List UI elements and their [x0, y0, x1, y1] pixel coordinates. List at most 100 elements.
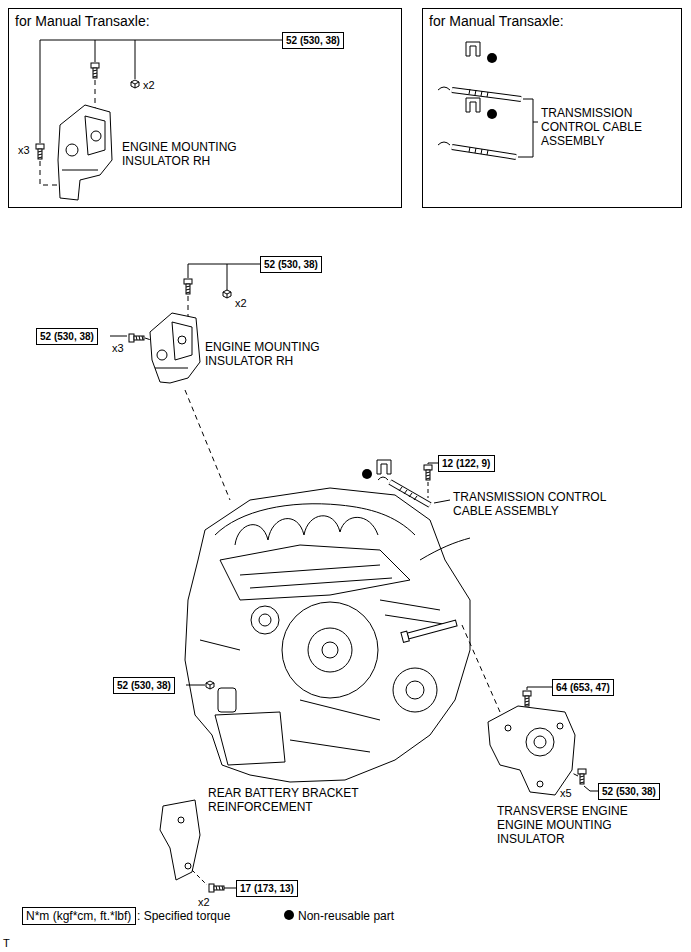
clip-symbol	[377, 460, 391, 474]
part-name: ENGINE MOUNTING INSULATOR RH	[205, 340, 340, 368]
transverse-insulator	[488, 706, 575, 795]
engine-assembly	[215, 504, 415, 535]
clip-symbol	[466, 98, 480, 112]
engine-assembly	[235, 525, 268, 545]
panel-heading: for Manual Transaxle:	[15, 13, 150, 30]
battery-bracket	[178, 817, 184, 823]
control-cable	[399, 487, 417, 500]
engine-assembly	[251, 606, 279, 634]
part-name: ENGINE MOUNTING INSULATOR RH	[122, 140, 257, 168]
bolt-symbol	[424, 465, 432, 480]
torque-value: 17 (173, 13)	[240, 882, 294, 895]
quantity-label: x3	[112, 341, 124, 355]
bolt-symbol	[209, 884, 224, 892]
bolt-symbol	[184, 279, 192, 294]
quantity-label: x3	[18, 143, 30, 157]
assembly-line	[192, 870, 207, 885]
engine-assembly	[240, 565, 392, 588]
engine-assembly	[200, 640, 380, 752]
legend-text: Non-reusable part	[298, 909, 394, 923]
engine-assembly	[393, 668, 437, 712]
non-reusable-mark	[362, 469, 372, 479]
torque-spec: 52 (530, 38)	[598, 783, 660, 800]
mounting-insulator	[66, 144, 78, 156]
clip-symbol	[466, 42, 480, 56]
engine-assembly	[185, 488, 470, 782]
mounting-insulator	[62, 170, 98, 171]
engine-assembly	[220, 545, 410, 600]
engine-assembly	[420, 538, 470, 560]
engine-assembly	[322, 642, 338, 658]
transverse-insulator	[534, 736, 546, 748]
control-cable	[438, 142, 450, 145]
leader-line	[188, 264, 260, 290]
control-cable	[452, 90, 521, 99]
engine-assembly	[380, 600, 450, 625]
non-reusable-mark	[487, 53, 497, 119]
clip-symbol	[377, 460, 391, 474]
leader-line	[518, 99, 538, 157]
torque-value: 52 (530, 38)	[286, 34, 340, 47]
engine-assembly	[218, 688, 236, 712]
through-bolt	[401, 618, 458, 642]
mounting-insulator	[172, 322, 192, 360]
part-name: TRANSMISSION CONTROL CABLE ASSEMBLY	[453, 490, 633, 518]
bolt-symbol	[523, 691, 531, 706]
part-name: TRANSVERSE ENGINE ENGINE MOUNTING INSULA…	[497, 804, 647, 846]
nut-symbol	[206, 681, 214, 689]
mounting-insulator	[178, 336, 186, 344]
control-cable	[378, 477, 388, 480]
assembly-line	[428, 482, 429, 498]
torque-value: 52 (530, 38)	[264, 258, 318, 271]
control-cable	[452, 147, 516, 157]
torque-value: N*m (kgf*cm, ft.*lbf)	[26, 909, 131, 923]
control-cable	[452, 147, 516, 157]
battery-bracket	[185, 863, 191, 869]
engine-assembly	[308, 628, 352, 672]
transverse-insulator	[557, 723, 563, 729]
mounting-insulator	[157, 350, 167, 360]
leader-line	[518, 99, 538, 157]
torque-spec: 64 (653, 47)	[552, 679, 614, 696]
quantity-label: x2	[235, 296, 247, 310]
part-name: TRANSMISSION CONTROL CABLE ASSEMBLY	[541, 106, 659, 148]
legend-dot	[284, 910, 294, 920]
leader-line	[186, 685, 205, 686]
panel-heading: for Manual Transaxle:	[429, 13, 564, 30]
quantity-label: x2	[198, 895, 210, 909]
torque-value: 52 (530, 38)	[602, 785, 656, 798]
torque-spec: 52 (530, 38)	[282, 32, 344, 49]
transverse-insulator	[537, 781, 543, 787]
engine-assembly	[304, 516, 340, 535]
engine-assembly	[282, 602, 378, 698]
engine-assembly	[268, 519, 304, 540]
nut-symbol	[131, 80, 139, 88]
bolt-symbol	[578, 769, 586, 784]
leader-line	[224, 888, 236, 889]
mounting-insulator	[58, 105, 112, 200]
through-bolt	[407, 620, 457, 639]
control-cable	[469, 89, 488, 97]
torque-spec: 52 (530, 38)	[260, 256, 322, 273]
mounting-insulator	[150, 313, 200, 383]
engine-assembly	[215, 712, 285, 765]
engine-assembly	[406, 681, 424, 699]
nut-symbol	[223, 290, 231, 298]
mounting-insulator	[91, 131, 101, 141]
mounting-insulator	[150, 313, 200, 383]
quantity-label: x5	[560, 786, 572, 800]
clip-symbol	[466, 42, 480, 112]
engine-assembly	[185, 488, 470, 782]
leader-line	[224, 888, 236, 889]
quantity-label: x2	[143, 78, 155, 92]
through-bolt	[401, 631, 409, 642]
assembly-line	[145, 296, 230, 500]
bolt-symbol	[91, 63, 99, 78]
torque-spec: 52 (530, 38)	[36, 328, 98, 345]
assembly-line	[428, 482, 429, 498]
legend-torque-box: N*m (kgf*cm, ft.*lbf)	[22, 907, 136, 925]
transverse-insulator	[505, 725, 511, 731]
torque-value: 12 (122, 9)	[442, 457, 490, 470]
non-reusable-mark	[487, 53, 497, 63]
